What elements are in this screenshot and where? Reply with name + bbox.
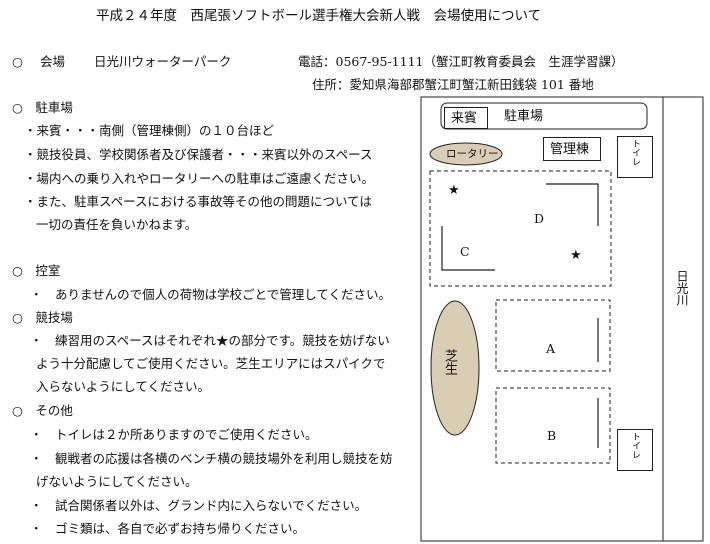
rotary-label: ロータリー [446,148,499,160]
parking-line: ・来賓・・・南側（管理棟側）の１０台ほど [24,123,275,138]
venue-bullet: ○ [12,54,23,69]
lawn-label: 芝生 [442,349,457,375]
practice-heading: ○ 競技場 [12,310,73,325]
other-line: げないようにしてください。 [36,474,198,489]
field-b-label: B [547,428,557,443]
star-marker-1: ★ [448,183,460,198]
other-line: ・ ゴミ類は、各自で必ずお持ち帰りください。 [30,521,306,536]
field-b-area [495,387,611,464]
venue-address: 住所：愛知県海部郡蟹江町蟹江新田銭袋 101 番地 [312,77,594,92]
parking-line: ・場内への乗り入れやロータリーへの駐車はご遠慮ください。 [24,171,375,186]
toilet-bottom-label: トイレ [630,432,640,459]
field-a-label: A [546,341,556,356]
river-label: 日光川 [675,270,689,306]
venue-name: 日光川ウォーターパーク [94,54,232,69]
parking-area [440,102,648,130]
river-strip [662,96,704,542]
field-d-corner [546,183,599,226]
field-a-area [495,299,611,372]
practice-line: よう十分配慮してご使用ください。芝生エリアにはスパイクで [36,356,386,371]
waiting-room-heading: ○ 控室 [12,263,61,278]
guest-parking-box [444,107,488,129]
venue-phone: 電話：0567-95-1111（蟹江町教育委員会 生涯学習課） [298,54,624,69]
venue-label: 会場 [40,54,66,69]
admin-label: 管理棟 [550,142,590,157]
field-cd-area [429,170,612,287]
admin-building [543,137,601,161]
toilet-bottom-box [617,429,653,471]
parking-heading: ○ 駐車場 [12,100,73,115]
toilet-top-label: トイレ [630,139,640,166]
parking-line: 一切の責任を負いかねます。 [36,217,198,232]
page-title: 平成２４年度 西尾張ソフトボール選手権大会新人戦 会場使用について [96,8,542,24]
practice-line: ・ 練習用のスペースはそれぞれ★の部分です。競技を妨げない [30,333,390,348]
parking-line: ・競技役員、学校関係者及び保護者・・・来賓以外のスペース [24,147,373,162]
other-line: ・ 試合関係者以外は、グランド内に入らないでください。 [30,498,368,513]
other-heading: ○ その他 [12,403,73,418]
field-d-label: D [534,211,545,226]
rotary [429,142,503,166]
practice-line: 入らないようにしてください。 [36,379,211,394]
parking-line: ・また、駐車スペースにおける事故等その他の問題については [24,194,372,209]
field-c-corner [441,226,495,271]
waiting-room-line: ・ ありませんので個人の荷物は学校ごとで管理してください。 [30,287,392,302]
guest-label: 来賓 [451,111,478,126]
other-line: ・ トイレは２か所ありますのでご使用ください。 [30,427,318,442]
parking-label: 駐車場 [504,109,544,124]
lawn-area [430,300,480,436]
field-c-label: C [460,244,470,259]
star-marker-2: ★ [570,248,582,263]
other-line: ・ 観戦者の応援は各横のベンチ横の競技場外を利用し競技を妨 [30,451,393,466]
toilet-top-box [617,136,653,178]
